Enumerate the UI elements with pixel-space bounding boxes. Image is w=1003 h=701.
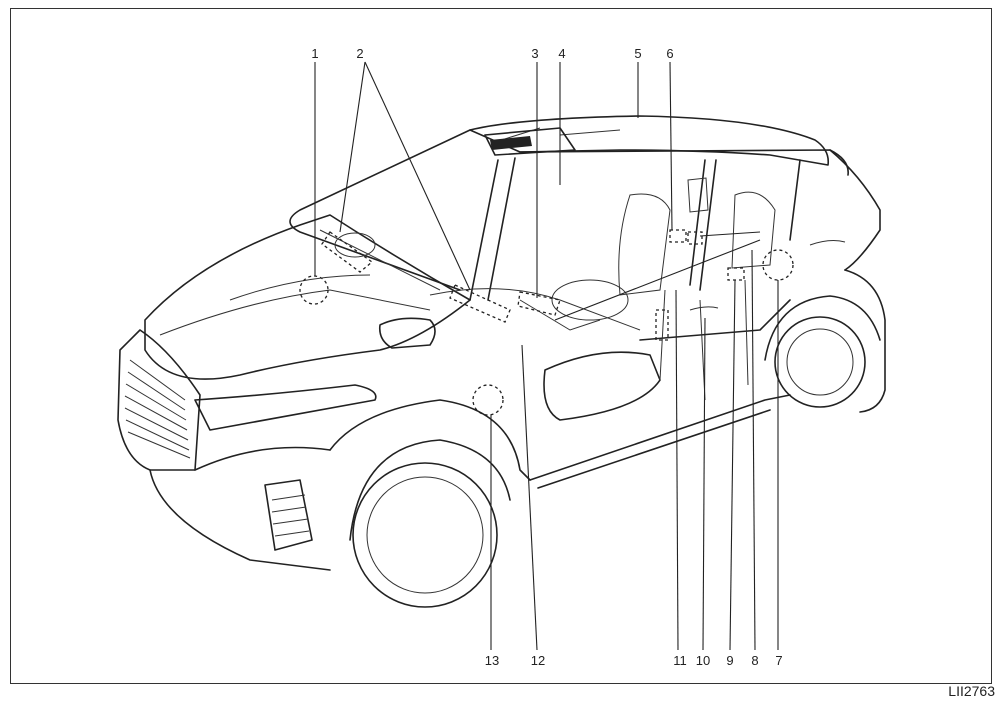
figure-frame: [10, 8, 992, 684]
callout-5: 5: [634, 46, 641, 61]
marker-1: [299, 275, 329, 305]
marker-7: [762, 249, 794, 281]
callout-4: 4: [558, 46, 565, 61]
callout-12: 12: [531, 653, 545, 668]
marker-6b: [687, 231, 703, 245]
callout-11: 11: [673, 653, 687, 668]
marker-2b: [449, 284, 511, 323]
callout-10: 10: [696, 653, 710, 668]
marker-3: [517, 291, 561, 316]
callout-9: 9: [726, 653, 733, 668]
airbag-location-markers: [299, 229, 794, 416]
leader-lines: [314, 61, 779, 651]
marker-6: [669, 229, 687, 243]
marker-9: [727, 267, 745, 281]
marker-2a: [321, 231, 374, 273]
callout-6: 6: [666, 46, 673, 61]
figure-code: LII2763: [948, 683, 995, 699]
marker-13: [472, 384, 504, 416]
callout-numbers: 1 2 3 4 5 6 7 8 9 10 11 12 13: [311, 46, 782, 668]
callout-2: 2: [356, 46, 363, 61]
marker-11: [655, 309, 669, 341]
callout-3: 3: [531, 46, 538, 61]
vehicle-outline: [117, 115, 886, 608]
callout-13: 13: [485, 653, 499, 668]
callout-7: 7: [775, 653, 782, 668]
callout-1: 1: [311, 46, 318, 61]
callout-8: 8: [751, 653, 758, 668]
